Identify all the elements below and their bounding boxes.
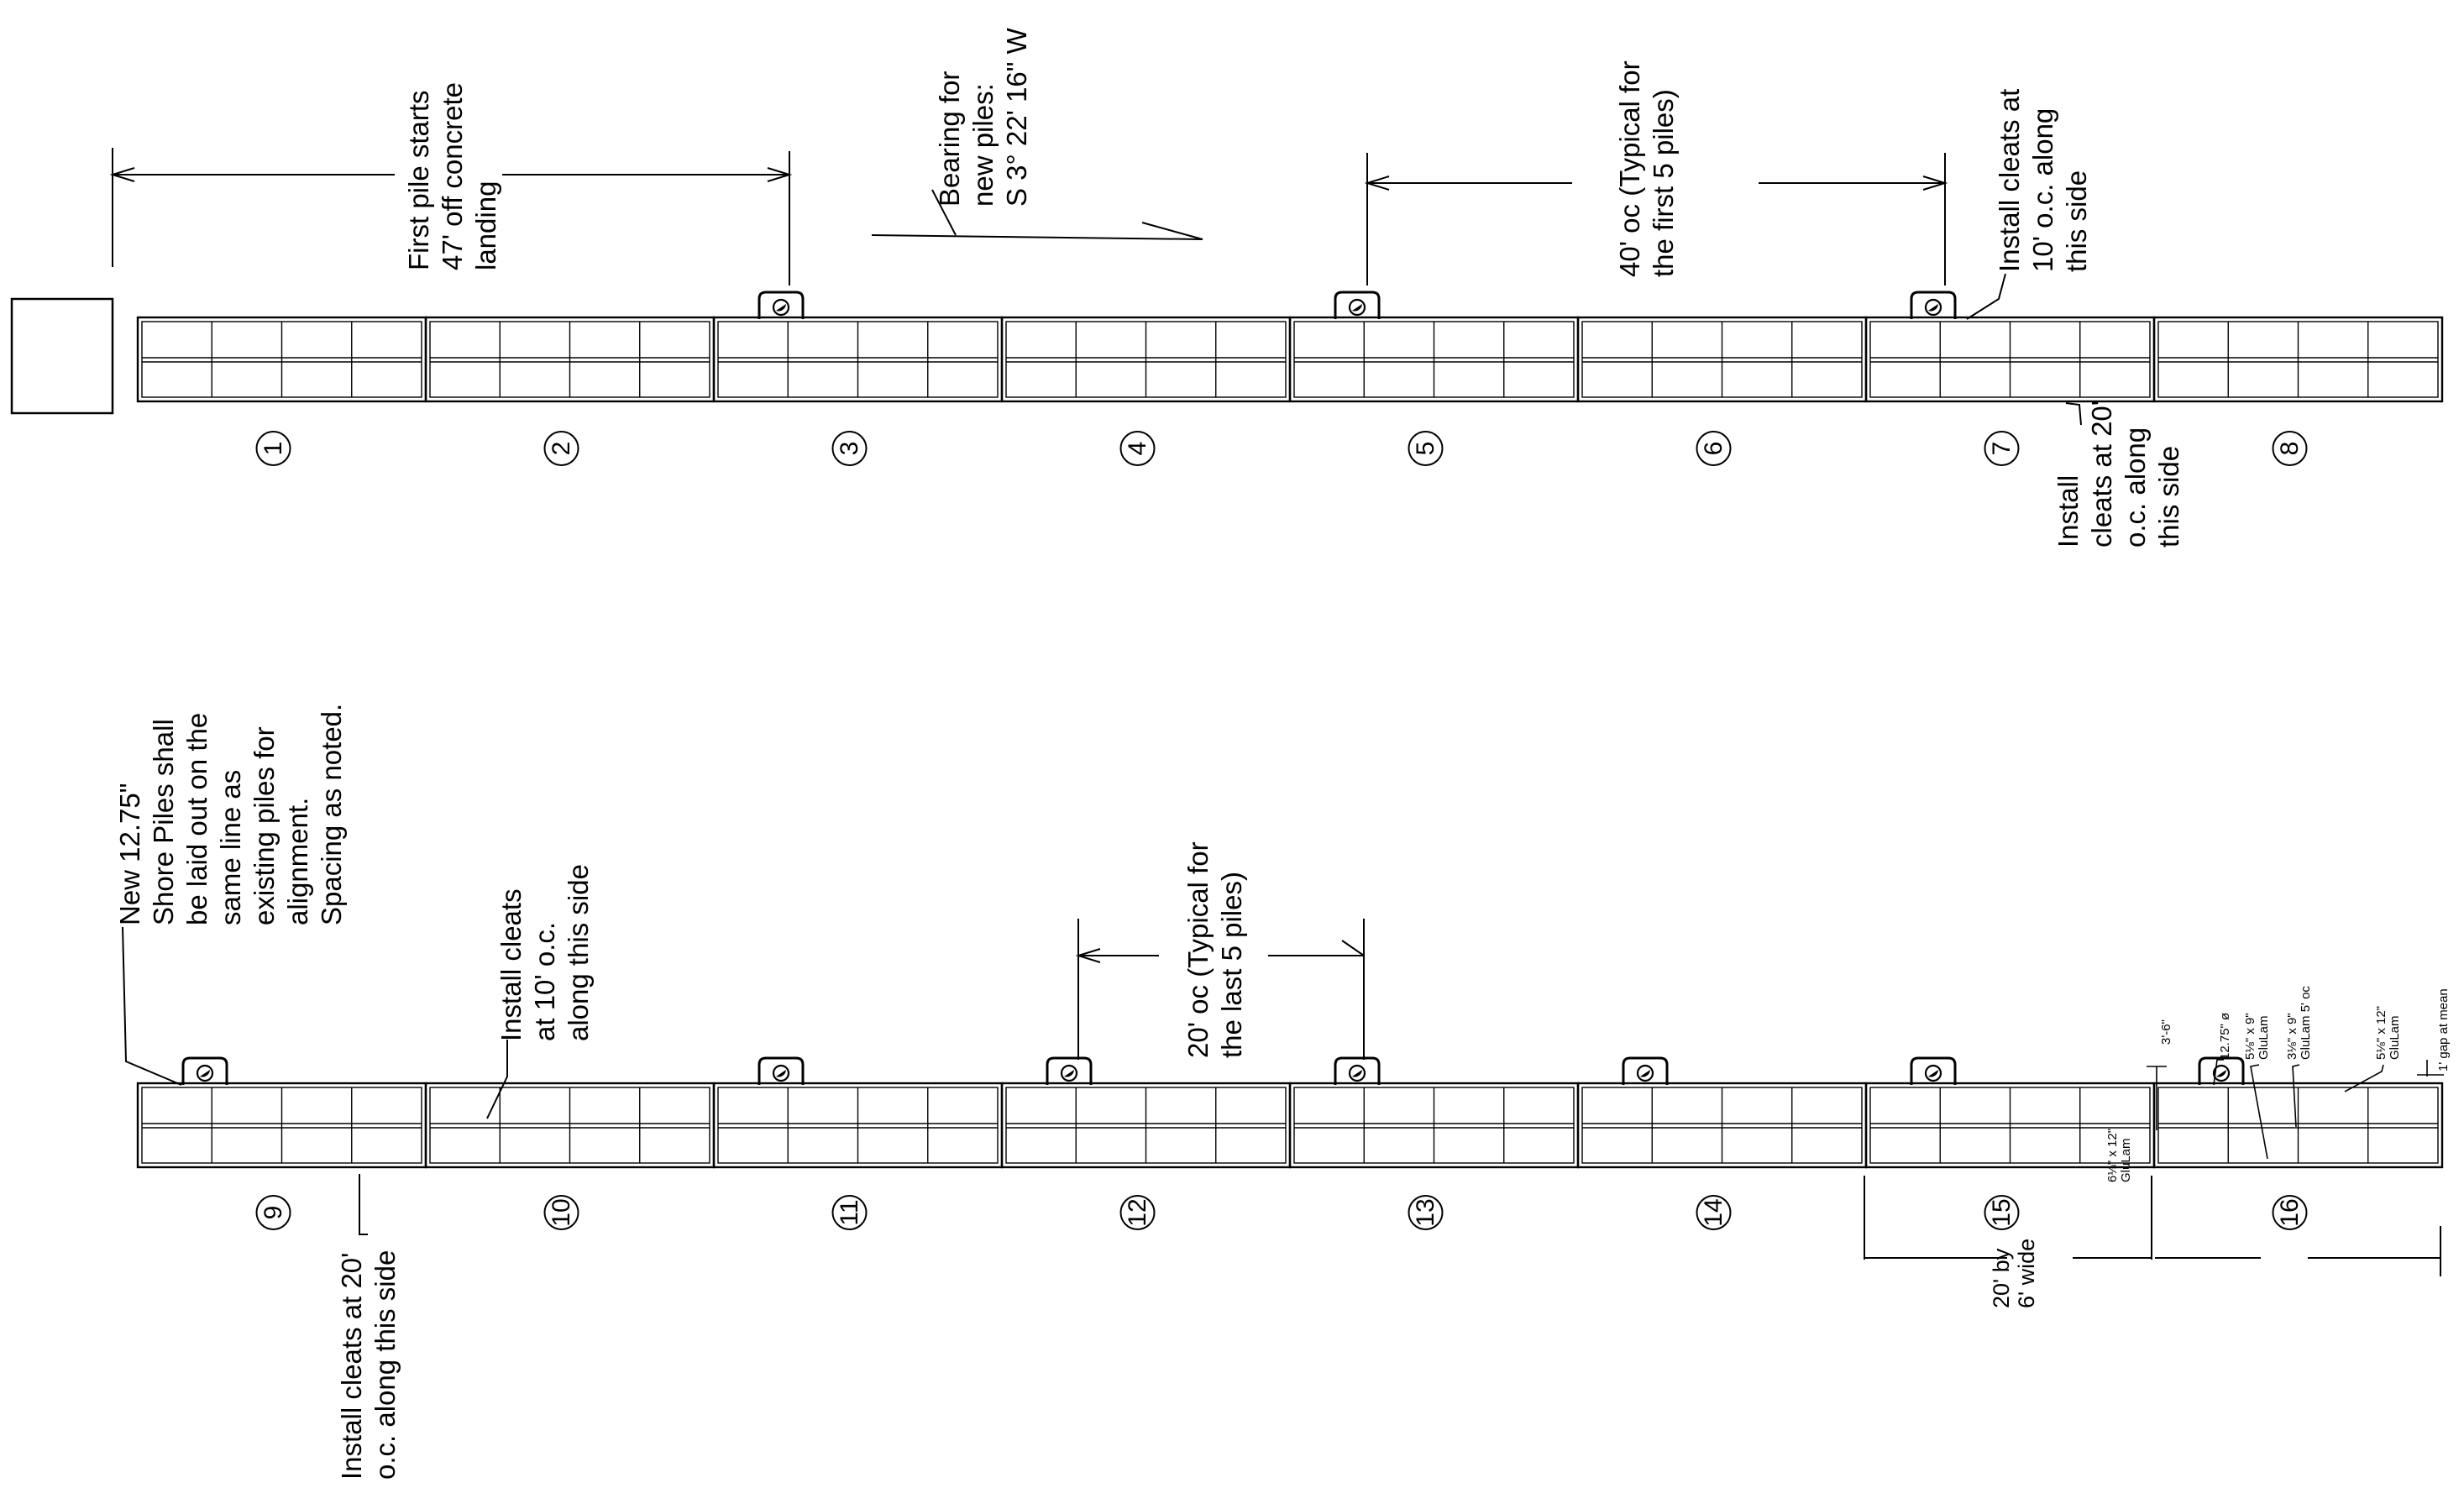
bottom-float-16: 16 <box>2152 1056 2444 1230</box>
concrete-landing <box>10 297 114 415</box>
top-float-8: 8 <box>2152 316 2444 466</box>
top-float-4: 4 <box>1000 316 1292 466</box>
pile-diameter: 12.75" ø <box>2218 1013 2232 1060</box>
top-float-number-circle <box>1119 431 1156 466</box>
first-pile-note: First pile starts 47' off concrete landi… <box>403 75 501 270</box>
float-size-dimension <box>1864 1176 2441 1276</box>
bottom-float-number-circle <box>1984 1195 2020 1230</box>
spacing-dimension-40 <box>1364 153 1948 286</box>
bottom-float-number-circle <box>543 1195 579 1230</box>
bottom-float-number: 11 <box>836 1199 863 1225</box>
bottom-float-13: 13 <box>1288 1056 1580 1230</box>
top-float-5: 5 <box>1288 291 1580 466</box>
top-float-row: 1 2 3 4 5 6 7 8 <box>136 291 2444 466</box>
bottom-float-9: 9 <box>136 1056 427 1230</box>
spacing-dimension-20 <box>1075 919 1365 1060</box>
bottom-float-number: 10 <box>548 1198 575 1226</box>
pile-bracket-icon <box>1334 291 1381 319</box>
pile-bracket-icon <box>2198 1056 2245 1085</box>
bearing-note: Bearing for new piles: S 3° 22' 16" W <box>934 27 1032 207</box>
bottom-float-number-circle <box>1696 1195 1732 1230</box>
top-float-number: 2 <box>548 442 575 456</box>
top-float-number: 4 <box>1124 442 1151 456</box>
bottom-float-number-circle <box>1408 1195 1444 1230</box>
top-float-number-circle <box>2272 431 2308 466</box>
cleats-10-note: Install cleats at 10' o.c. along this si… <box>495 864 594 1041</box>
glulam-c-note: 5⅛" x 12" GluLam <box>2374 1003 2402 1060</box>
cleats-10-leader <box>486 1040 508 1119</box>
shore-piles-leader <box>122 926 182 1086</box>
bottom-float-number: 9 <box>260 1206 287 1220</box>
glulam-b-note: 3⅛" x 9" GluLam 5' oc <box>2285 986 2313 1060</box>
bottom-float-number: 14 <box>1700 1198 1727 1226</box>
bottom-float-number-circle <box>831 1195 868 1230</box>
bottom-float-10: 10 <box>424 1082 716 1230</box>
spacing-note-20: 20' oc (Typical for the last 5 piles) <box>1182 834 1247 1058</box>
pile-bracket-icon <box>1334 1056 1381 1085</box>
bottom-float-number-circle <box>2272 1195 2308 1230</box>
detail-leaders <box>2147 1059 2444 1160</box>
top-float-number-circle <box>1408 431 1444 466</box>
glulam-a-note: 5⅛" x 9" GluLam <box>2243 1009 2271 1060</box>
top-float-number: 6 <box>1700 442 1727 456</box>
pile-bracket-icon <box>758 1056 805 1085</box>
dim-3-6: 3'-6" <box>2159 1019 2173 1045</box>
top-float-3: 3 <box>712 291 1004 466</box>
top-float-number: 3 <box>836 442 863 456</box>
cleats-top-leader <box>1966 273 2082 426</box>
bottom-float-11: 11 <box>712 1056 1004 1230</box>
bottom-float-number: 15 <box>1988 1198 2016 1226</box>
top-float-number-circle <box>1984 431 2020 466</box>
pile-bracket-icon <box>1046 1056 1093 1085</box>
bottom-float-row: 9 10 11 12 13 14 15 16 <box>136 1056 2444 1230</box>
bearing-arrow <box>871 189 1203 240</box>
top-float-number: 8 <box>2276 442 2304 456</box>
pile-bracket-icon <box>1622 1056 1669 1085</box>
shore-piles-note: New 12.75" Shore Piles shall be laid out… <box>114 704 347 925</box>
cleats-20-note: Install cleats at 20' o.c. along this si… <box>336 1244 401 1480</box>
top-float-number-circle <box>255 431 291 466</box>
bottom-float-number-circle <box>1119 1195 1156 1230</box>
cleats-20-leader <box>359 1174 368 1235</box>
float-size-note: 20' by 6' wide <box>1989 1239 2039 1308</box>
spacing-note-40: 40' oc (Typical for the first 5 piles) <box>1614 53 1679 277</box>
top-float-number: 5 <box>1412 442 1439 456</box>
pile-bracket-icon <box>1910 1056 1957 1085</box>
cleats-top-note: Install cleats at 10' o.c. along this si… <box>1994 81 2092 272</box>
bottom-float-12: 12 <box>1000 1056 1292 1230</box>
top-float-number: 1 <box>260 442 287 456</box>
gap-note: 1' gap at mean <box>2436 988 2451 1071</box>
bottom-float-number: 16 <box>2276 1198 2304 1226</box>
first-pile-dimension <box>109 148 793 286</box>
top-float-6: 6 <box>1576 316 1868 466</box>
bottom-float-number: 13 <box>1412 1198 1439 1226</box>
bottom-float-14: 14 <box>1576 1056 1868 1230</box>
top-float-1: 1 <box>136 316 427 466</box>
top-float-number: 7 <box>1988 442 2016 456</box>
bottom-float-number-circle <box>255 1195 291 1230</box>
glulam-15-note: 6⅛" x 12" GluLam <box>2105 1125 2133 1182</box>
top-float-2: 2 <box>424 316 716 466</box>
top-float-number-circle <box>831 431 868 466</box>
top-float-number-circle <box>1696 431 1732 466</box>
cleats-bottom-note: Install cleats at 20' o.c. along this si… <box>2052 393 2184 548</box>
pile-bracket-icon <box>758 291 805 319</box>
pile-bracket-icon <box>181 1056 228 1085</box>
top-float-number-circle <box>543 431 579 466</box>
bottom-float-number: 12 <box>1124 1198 1151 1226</box>
pile-bracket-icon <box>1910 291 1957 319</box>
